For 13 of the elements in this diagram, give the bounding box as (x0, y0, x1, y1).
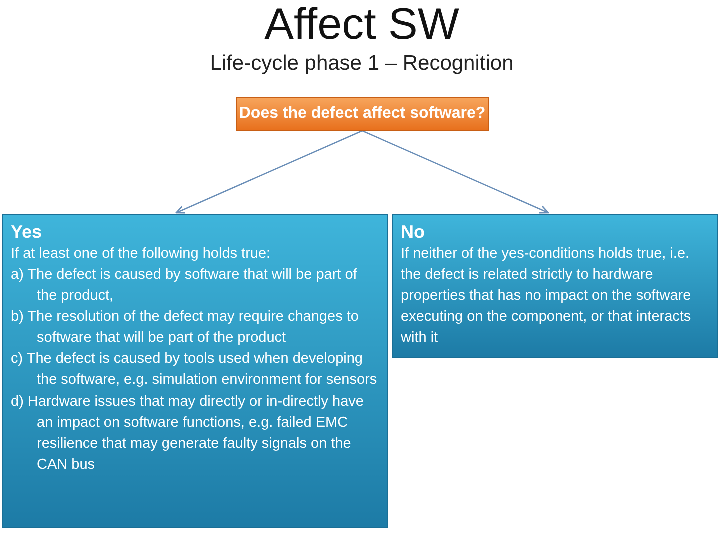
question-box (236, 97, 489, 131)
list-item: d) Hardware issues that may directly or in-directly have an impact on software functions, e.g. failed EMC resilience that may generate faulty signals on the CAN bus (11, 392, 365, 475)
answer-box (2, 214, 388, 528)
diagram-title: Affect SW (264, 0, 460, 50)
arrow (362, 130, 550, 214)
question-text: Does the defect affect software? (239, 105, 486, 123)
arrow (176, 130, 363, 214)
answer-heading: Yes (11, 221, 44, 244)
answer-text: If at least one of the following holds true: (11, 245, 272, 264)
answer-text: If neither of the yes-conditions holds true, i.e. the defect is related strictly to hardware properties that has no impact on the software executing on the component, or that interacts with it (401, 245, 692, 348)
answer-heading: No (401, 221, 426, 244)
subtitle: Life-cycle phase 1 – Recognition (209, 52, 515, 76)
answer-box (392, 214, 718, 358)
